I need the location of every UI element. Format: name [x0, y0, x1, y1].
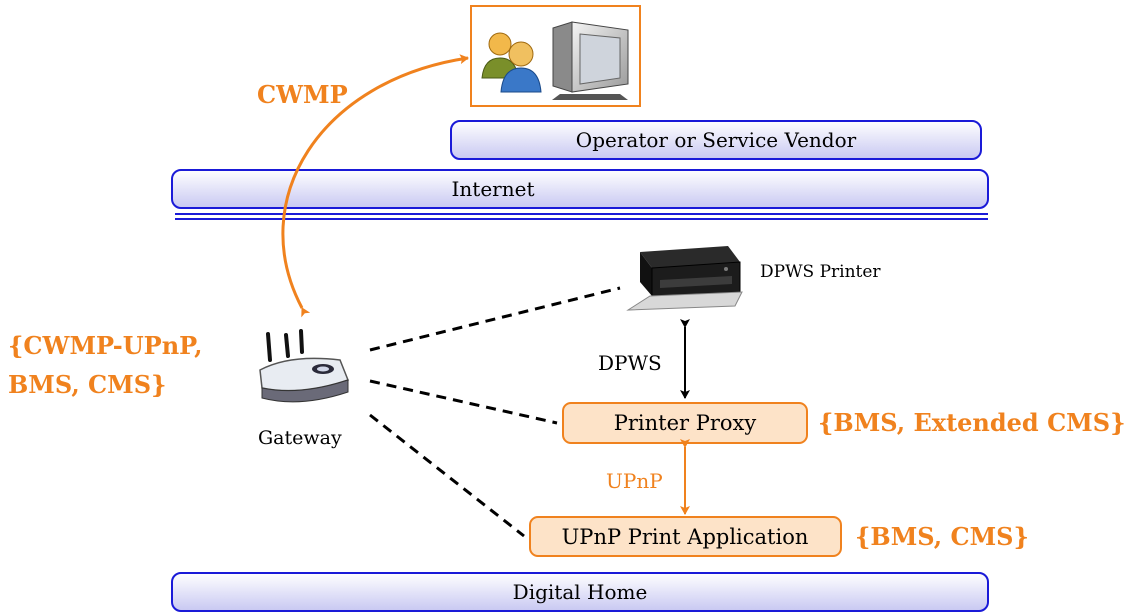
operator-users-icon — [481, 32, 542, 93]
dpws-label: DPWS — [598, 351, 662, 375]
proxy-caps-label: {BMS, Extended CMS} — [818, 408, 1126, 437]
operator-icon-box — [470, 5, 641, 107]
link-gateway-app — [369, 413, 525, 538]
dashed-links — [369, 286, 621, 538]
server-computer-icon — [552, 21, 629, 100]
network-separator — [175, 213, 988, 220]
printer-proxy-label: Printer Proxy — [614, 411, 757, 435]
app-caps-label: {BMS, CMS} — [855, 522, 1029, 551]
operator-label: Operator or Service Vendor — [576, 128, 857, 152]
internet-label: Internet — [452, 177, 535, 201]
upnp-app-label: UPnP Print Application — [562, 525, 809, 549]
link-gateway-printer — [369, 286, 621, 352]
gateway-label: Gateway — [258, 427, 342, 449]
cwmp-arrow — [281, 54, 469, 318]
gateway-caps-line2: BMS, CMS} — [8, 370, 166, 399]
upnp-label: UPnP — [606, 469, 663, 493]
dpws-printer-label: DPWS Printer — [760, 262, 881, 282]
upnp-app-node: UPnP Print Application — [529, 516, 842, 557]
wireless-router-icon — [259, 329, 349, 403]
link-gateway-proxy — [369, 379, 558, 425]
gateway-caps-line1: {CWMP-UPnP, — [8, 331, 202, 360]
printer-proxy-node: Printer Proxy — [562, 402, 808, 444]
printer-icon — [626, 246, 743, 311]
digital-home-bar: Digital Home — [171, 572, 989, 612]
operator-bar: Operator or Service Vendor — [450, 120, 982, 160]
digital-home-label: Digital Home — [513, 580, 648, 604]
cwmp-label: CWMP — [257, 80, 348, 109]
